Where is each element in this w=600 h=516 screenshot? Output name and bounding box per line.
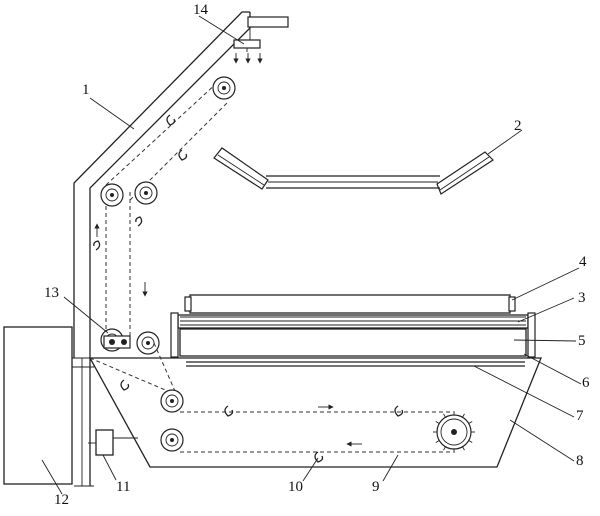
label-9: 9 (372, 479, 380, 495)
label-4: 4 (579, 254, 587, 270)
tank (88, 357, 542, 468)
label-3: 3 (578, 290, 586, 306)
label-14: 14 (193, 2, 209, 18)
upper-right-sprocket (134, 181, 158, 205)
label-10: 10 (288, 479, 303, 495)
lower-right-sprocket (136, 331, 160, 355)
upper-hooks (93, 114, 188, 251)
label-11: 11 (116, 479, 130, 495)
spray-head (233, 39, 263, 64)
plate-assembly (170, 294, 536, 358)
upper-left-sprocket (100, 183, 124, 207)
lower-left-upper-sprocket (160, 389, 184, 413)
frame-arm (72, 11, 289, 487)
lower-left-lower-sprocket (160, 428, 184, 452)
label-1: 1 (82, 82, 90, 98)
large-gear (433, 411, 475, 453)
label-7: 7 (576, 408, 584, 424)
label-13: 13 (44, 285, 59, 301)
leader-lines (41, 15, 582, 495)
control-box (3, 326, 73, 485)
motor (88, 429, 138, 456)
drive-pulley-group (103, 335, 131, 349)
label-5: 5 (578, 333, 586, 349)
label-2: 2 (514, 118, 522, 134)
upper-chain (94, 81, 229, 341)
guide-bar (186, 361, 525, 367)
top-sprocket (212, 76, 236, 100)
lower-chain (89, 342, 452, 463)
label-8: 8 (576, 453, 584, 469)
label-12: 12 (54, 492, 69, 508)
roller-tray (213, 147, 494, 195)
label-6: 6 (582, 375, 590, 391)
